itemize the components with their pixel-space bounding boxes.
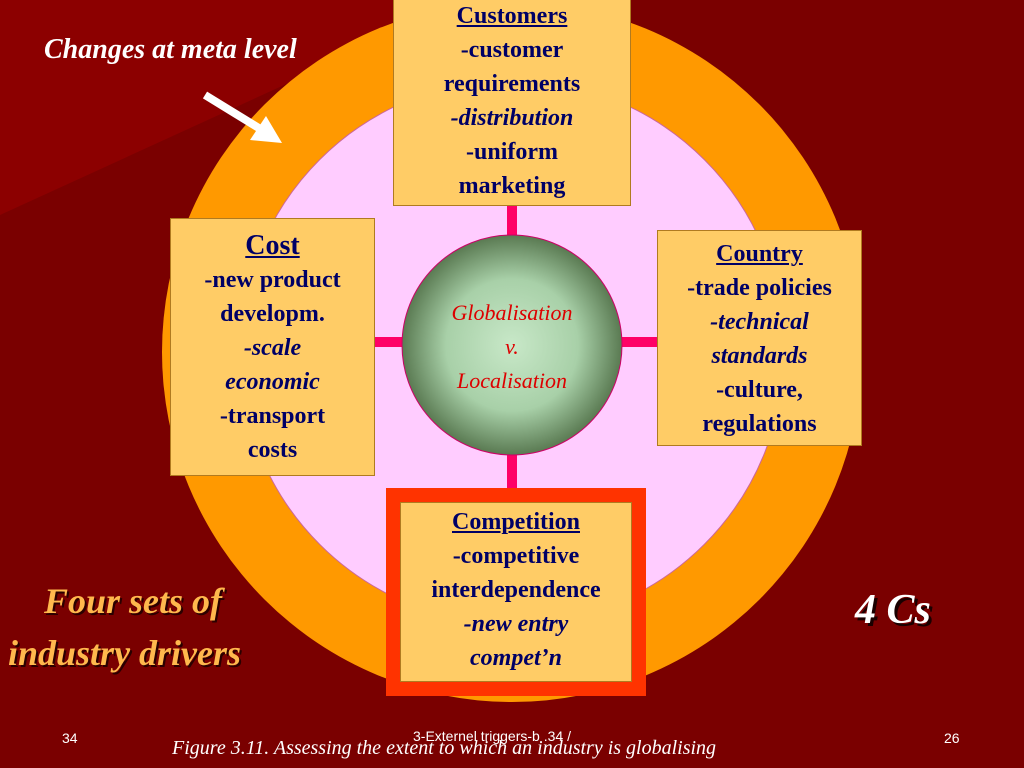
customers-line: -distribution [450, 105, 574, 131]
competition-line: -new entry [463, 611, 569, 637]
meta-level-label: Changes at meta level [44, 34, 297, 65]
arrow-icon [202, 91, 282, 143]
competition-box: Competition -competitive interdependence… [400, 502, 632, 682]
cost-box: Cost -new product developm. -scale econo… [170, 218, 375, 476]
footer-left: 34 [62, 730, 78, 746]
cost-line: developm. [220, 301, 325, 327]
customers-line: -customer [460, 37, 564, 63]
drivers-title-line2: industry drivers [8, 633, 242, 673]
figure-caption: Figure 3.11. Assessing the extent to whi… [172, 737, 717, 759]
country-line: -technical [710, 309, 809, 335]
cost-line: costs [247, 437, 298, 463]
customers-line: -uniform [466, 139, 558, 165]
cost-line: -transport [219, 403, 326, 429]
competition-line: compet’n [470, 645, 562, 671]
center-line: Globalisation [451, 300, 573, 325]
center-line: Localisation [456, 368, 567, 393]
country-line: regulations [702, 411, 817, 437]
country-line: standards [711, 343, 808, 369]
country-line: -trade policies [687, 275, 832, 301]
footer-page-number: 26 [944, 730, 960, 746]
drivers-title-line1: Four sets of [44, 581, 223, 621]
customers-line: requirements [443, 71, 581, 97]
center-circle [401, 234, 623, 456]
connector-top [507, 205, 517, 245]
competition-line: interdependence [431, 577, 601, 603]
competition-line: -competitive [452, 543, 580, 569]
customers-box: Customers -customer requirements -distri… [393, 0, 631, 206]
connector-left [375, 337, 403, 347]
competition-heading: Competition [452, 509, 580, 535]
connector-bottom [507, 450, 517, 490]
customers-line: marketing [458, 173, 566, 199]
center-line: v. [505, 334, 519, 359]
country-heading: Country [716, 241, 803, 267]
cost-line: -new product [204, 267, 341, 293]
center-label: Globalisation v. Localisation [412, 296, 612, 398]
connector-right [622, 337, 658, 347]
country-line: -culture, [716, 377, 803, 403]
customers-heading: Customers [456, 3, 568, 29]
cost-heading: Cost [245, 230, 300, 261]
cost-line: -scale [243, 335, 302, 361]
footer-center: 3-Externel triggers-b .34 / [413, 728, 571, 744]
four-cs-label: 4 Cs [855, 587, 931, 633]
country-box: Country -trade policies -technical stand… [657, 230, 862, 446]
cost-line: economic [225, 369, 320, 395]
